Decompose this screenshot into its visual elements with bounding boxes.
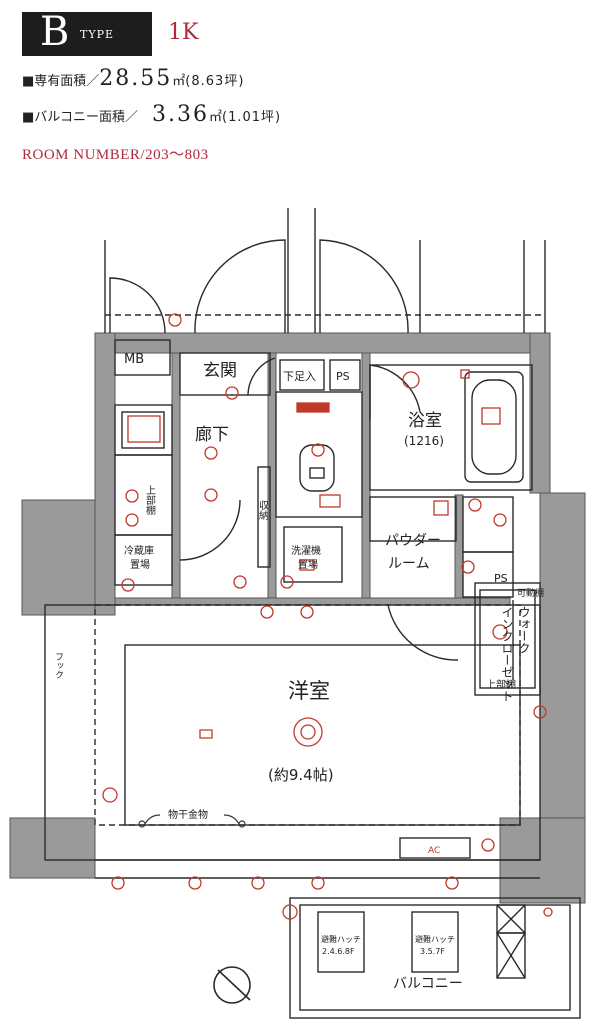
balcony-area-line: ■バルコニー面積／ 3.36㎡(1.01坪): [22, 102, 281, 127]
powder-room-label-2: ルーム: [388, 556, 430, 572]
genkan-label: 玄関: [203, 361, 237, 381]
western-room-size: (約9.4帖): [268, 766, 334, 784]
floor-area-line: ■専有面積／28.55㎡(8.63坪): [22, 66, 244, 91]
corridor-label: 廊下: [195, 425, 229, 445]
electrical-symbols: [102, 313, 553, 920]
drying-hardware-label: 物干金物: [168, 808, 208, 821]
type-letter: B: [40, 9, 70, 55]
ps-label-top: PS: [336, 370, 350, 383]
floor-area-tsubo: (8.63坪): [185, 74, 245, 89]
storage-label: 収納: [257, 500, 269, 521]
hatch-2-label-a: 避難ハッチ: [415, 934, 455, 944]
upper-shelf-closet: 上部棚: [486, 678, 516, 691]
layout-label: 1K: [168, 20, 199, 45]
powder-room-label-1: パウダー: [385, 533, 441, 549]
walkin-label-2: インクローゼット: [500, 606, 514, 702]
balcony-area-tsubo: (1.01坪): [222, 110, 282, 125]
balcony-area-value: 3.36: [152, 102, 210, 127]
door-arc-1: [109, 277, 166, 334]
walkin-label-1: ウォーク: [517, 606, 531, 654]
balcony-label: バルコニー: [393, 976, 463, 992]
movable-shelf-label: 可動棚: [517, 587, 544, 599]
type-badge: B TYPE: [22, 9, 152, 56]
room-number: ROOM NUMBER/203～803: [22, 147, 209, 163]
hatch-1-label-a: 避難ハッチ: [321, 934, 361, 944]
bathroom-size: (1216): [404, 434, 444, 448]
bathroom-label: 浴室: [408, 411, 442, 431]
compass-icon: [213, 966, 251, 1004]
floor-area-unit: ㎡: [172, 74, 186, 89]
floor-area-label: ■専有面積／: [22, 74, 100, 89]
hatch-2-label-b: 3.5.7F: [420, 947, 445, 956]
upper-shelf-kitchen: 上部棚: [144, 485, 156, 516]
type-word: TYPE: [80, 28, 115, 41]
floor-area-value: 28.55: [99, 66, 173, 91]
ps-label-right: PS: [494, 572, 508, 585]
western-room-label: 洋室: [288, 679, 330, 703]
shoe-box-label: 下足入: [283, 370, 316, 383]
balcony-area-unit: ㎡: [209, 110, 223, 125]
washer-label-1: 洗濯機: [291, 544, 321, 557]
ac-label: AC: [428, 846, 440, 856]
walls: [9, 332, 586, 904]
fridge-label-1: 冷蔵庫: [124, 544, 154, 557]
washer-label-2: 置場: [298, 558, 318, 571]
hook-label: フック: [53, 652, 63, 679]
hatch-1-label-b: 2.4.6.8F: [322, 947, 355, 956]
mb-label: MB: [124, 352, 144, 367]
balcony-area-label: ■バルコニー面積／: [22, 110, 139, 125]
fridge-label-2: 置場: [130, 558, 150, 571]
